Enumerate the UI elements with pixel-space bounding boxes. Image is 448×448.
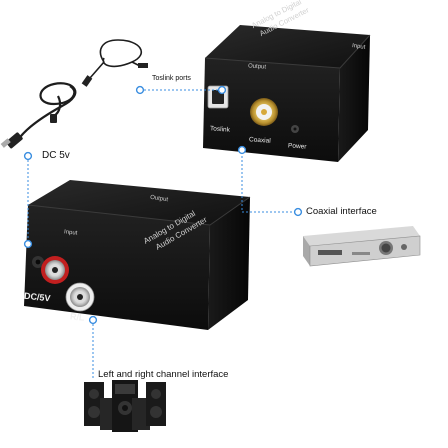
callout-dot-dc-end	[23, 151, 33, 161]
back-unit-face-label: Output	[247, 63, 267, 71]
callout-dot-dc-start	[23, 239, 33, 249]
callout-dots	[23, 85, 303, 325]
speaker-system-image	[84, 380, 166, 432]
label-dc-5v: DC 5v	[42, 150, 70, 161]
callout-dot-rl-start	[88, 315, 98, 325]
callout-dot-coaxial-start	[237, 145, 247, 155]
back-unit-port-toslink: Toslink	[209, 125, 231, 134]
label-coaxial-interface: Coaxial interface	[306, 206, 377, 217]
back-unit-port-coaxial: Coaxial	[248, 136, 271, 145]
usb-cable-image	[0, 82, 77, 149]
callout-dot-toslink-start	[217, 85, 227, 95]
toslink-cable-image	[81, 39, 148, 87]
back-unit-port-power: Power	[287, 142, 307, 151]
label-left-right-channel: Left and right channel interface	[98, 369, 229, 380]
label-toslink-ports: Toslink ports	[152, 75, 191, 82]
front-unit-port-rl: R/L	[69, 311, 85, 323]
callout-dot-toslink-end	[135, 85, 145, 95]
amplifier-image	[303, 226, 421, 267]
callout-lines	[27, 89, 298, 380]
converter-unit-front	[24, 180, 251, 330]
callout-dot-coaxial-end	[293, 207, 303, 217]
front-unit-face-label: Input	[63, 229, 78, 237]
callout-line-coaxial	[241, 152, 298, 213]
converter-unit-back	[203, 25, 371, 162]
